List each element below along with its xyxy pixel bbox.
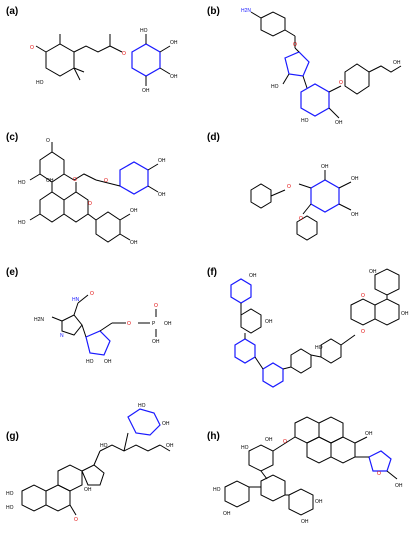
svg-text:O: O [104,178,108,184]
svg-text:H2N: H2N [34,317,44,323]
svg-text:O: O [73,177,77,183]
molecule-a: O HO O HO OH OH OH [30,28,178,94]
svg-text:OH: OH [170,74,178,80]
svg-text:O: O [90,291,94,297]
svg-text:O: O [299,216,303,222]
molecule-g: HO HO O OH HO OH HO OH [6,403,174,523]
svg-text:OH: OH [301,519,309,525]
svg-text:OH: OH [365,431,373,437]
svg-text:HO: HO [140,28,148,34]
svg-text:HO: HO [315,345,323,351]
svg-text:OH: OH [335,120,343,126]
svg-text:OH: OH [164,321,172,327]
svg-text:HO: HO [138,403,146,409]
molecule-b: H2N O HO HO OH O OH [241,8,402,126]
svg-text:O: O [287,184,291,190]
molecule-e: H2N HN O N HO OH O P O OH OH [34,291,172,365]
svg-text:O: O [46,138,50,144]
panel-a-label: (a) [6,6,19,17]
panel-f: (f) OH OH HO O O OH OH [205,265,411,395]
svg-text:OH: OH [152,339,160,345]
svg-text:OH: OH [321,164,329,170]
svg-text:HO: HO [18,220,26,226]
panel-b-label: (b) [207,6,220,17]
molecule-c: O HO OH O HO O OH OH O OH OH [18,138,166,246]
svg-text:HO: HO [6,505,14,511]
svg-text:O: O [127,321,131,327]
svg-text:OH: OH [223,511,231,517]
svg-text:HO: HO [100,443,108,449]
svg-text:OH: OH [46,178,54,184]
svg-text:OH: OH [315,499,323,505]
panel-e-label: (e) [6,267,19,278]
panel-h: (h) HO OH O HO OH OH OH O OH OH [205,395,411,550]
svg-text:P: P [152,321,156,327]
svg-text:OH: OH [369,269,377,275]
svg-text:HO: HO [86,359,94,365]
molecule-h: HO OH O HO OH OH OH O OH OH [213,416,403,525]
svg-text:OH: OH [104,359,112,365]
svg-text:OH: OH [84,487,92,493]
panel-d-label: (d) [207,132,220,143]
panel-f-label: (f) [207,267,217,278]
panel-b: (b) H2N O HO HO OH O OH [205,0,411,130]
svg-text:O: O [74,517,78,523]
panel-g: (g) HO HO O OH HO OH HO OH [0,395,205,550]
panel-c: (c) O HO OH O HO O OH OH O OH OH [0,130,205,265]
svg-text:O: O [88,201,92,207]
svg-text:OH: OH [130,208,138,214]
svg-text:OH: OH [130,240,138,246]
svg-text:OH: OH [170,40,178,46]
svg-text:OH: OH [158,158,166,164]
panel-h-label: (h) [207,431,220,442]
svg-text:OH: OH [401,311,409,317]
svg-text:O: O [339,80,343,86]
svg-text:O: O [361,329,365,335]
svg-text:HO: HO [18,180,26,186]
panel-g-label: (g) [6,431,19,442]
svg-text:OH: OH [249,273,257,279]
svg-text:O: O [283,439,287,445]
molecule-f: OH OH HO O O OH OH [230,268,409,388]
svg-text:HO: HO [271,84,279,90]
svg-text:HN: HN [72,297,80,303]
molecule-d: OH O O OH OH [250,164,359,241]
svg-text:H2N: H2N [241,8,251,14]
svg-text:OH: OH [265,319,273,325]
svg-text:OH: OH [393,60,401,66]
panel-c-label: (c) [6,132,19,143]
svg-text:OH: OH [395,483,403,489]
svg-text:OH: OH [158,192,166,198]
panel-d: (d) OH O O OH OH [205,130,411,265]
svg-text:HO: HO [213,487,221,493]
panel-e: (e) H2N HN O N HO OH O P O OH OH [0,265,205,395]
svg-text:N: N [60,333,64,339]
svg-text:O: O [122,51,126,57]
svg-text:OH: OH [142,88,150,94]
svg-text:O: O [293,42,297,48]
svg-text:O: O [377,471,381,477]
svg-text:O: O [361,293,365,299]
panel-a: (a) O HO O HO OH OH OH [0,0,205,130]
svg-text:O: O [30,45,34,51]
svg-text:O: O [154,303,158,309]
svg-text:HO: HO [241,445,249,451]
svg-text:OH: OH [351,176,359,182]
svg-text:HO: HO [36,80,44,86]
svg-text:HO: HO [6,491,14,497]
svg-text:OH: OH [166,443,174,449]
svg-text:OH: OH [351,212,359,218]
svg-text:OH: OH [162,421,170,427]
svg-text:HO: HO [301,118,309,124]
svg-text:OH: OH [265,437,273,443]
